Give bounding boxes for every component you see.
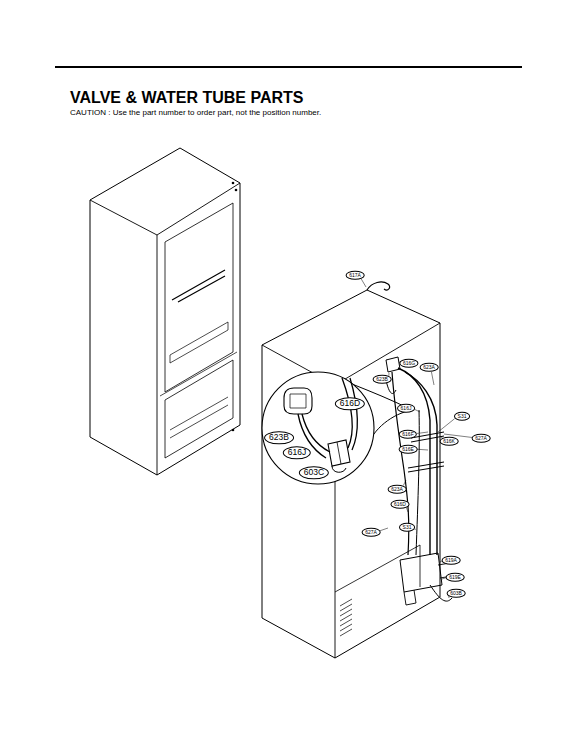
header-rule xyxy=(55,66,522,68)
hinge xyxy=(232,429,235,432)
leader-line xyxy=(438,419,455,432)
shelf xyxy=(172,270,225,302)
detail-tube xyxy=(350,378,358,450)
leader-line xyxy=(403,480,406,485)
divider xyxy=(160,352,237,396)
leader-line xyxy=(417,432,428,434)
callout-number: 603B xyxy=(447,589,466,598)
leader-line xyxy=(417,449,428,451)
tube-fitting xyxy=(386,357,400,372)
supply-hose xyxy=(367,282,390,290)
fitting-plate xyxy=(284,388,312,414)
leader-line xyxy=(415,529,416,530)
callout-number: S31 xyxy=(399,523,415,532)
freezer-shelf xyxy=(170,397,228,438)
callout-number: 623A xyxy=(388,485,407,494)
fitting-plate xyxy=(290,394,306,408)
callout-number: 616D xyxy=(391,500,410,509)
page-title: VALVE & WATER TUBE PARTS xyxy=(70,89,303,107)
detail-tube xyxy=(342,378,352,448)
cabinet-outline xyxy=(90,148,240,475)
cabinet-edge xyxy=(262,323,440,658)
callout-number: S31 xyxy=(454,412,470,421)
callout-number: 623A xyxy=(420,363,439,372)
callout-number: 616J xyxy=(397,404,415,413)
callout-number: 616E xyxy=(399,445,418,454)
hinge xyxy=(235,189,238,192)
detail-circle xyxy=(262,372,374,484)
hinge xyxy=(232,182,235,185)
callout-number: 623B xyxy=(373,375,392,384)
callout-number: 627A xyxy=(362,528,381,537)
callout-number: 619E xyxy=(446,573,465,582)
water-valve xyxy=(400,553,442,592)
callout-number: 616G xyxy=(399,359,418,368)
tube-connector xyxy=(337,442,341,464)
cabinet-outline xyxy=(262,290,440,658)
fresh-compartment xyxy=(165,203,233,392)
callout-number: 627A xyxy=(472,434,491,443)
leader-line xyxy=(406,508,408,512)
valve-outlet xyxy=(404,590,416,605)
detail-tube xyxy=(302,414,330,452)
caution-note: CAUTION : Use the part number to order p… xyxy=(70,108,321,117)
crisper xyxy=(170,322,228,363)
callout-number: 617A xyxy=(346,271,365,280)
connector-cap xyxy=(332,466,346,472)
leader-line xyxy=(361,279,366,287)
water-tube xyxy=(416,410,419,555)
callout-number: 616F xyxy=(399,430,417,439)
tube-clamp xyxy=(408,462,444,472)
vent-slot xyxy=(340,629,352,636)
tube-connector xyxy=(328,440,350,466)
leader-line xyxy=(415,409,420,412)
callout-number: 616K xyxy=(440,437,459,446)
freezer-compartment xyxy=(165,360,233,458)
callout-number: 619A xyxy=(442,556,461,565)
cabinet-edge xyxy=(90,183,240,475)
leader-line xyxy=(380,528,388,531)
leader-line xyxy=(431,372,434,385)
machine-compartment xyxy=(335,545,420,592)
